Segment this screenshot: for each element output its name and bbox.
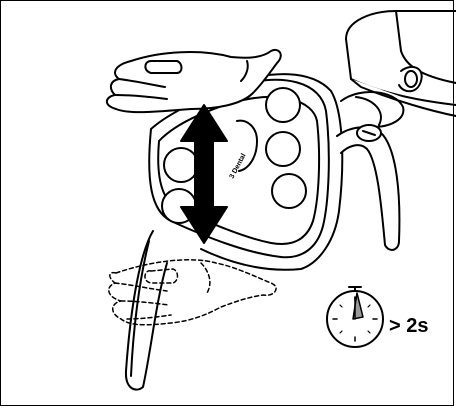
duration-label: > 2s <box>389 315 428 337</box>
stopwatch-icon <box>327 287 383 347</box>
ceiling-arm <box>341 11 456 127</box>
lamp-handle <box>337 125 399 250</box>
lamp-support <box>126 231 167 390</box>
